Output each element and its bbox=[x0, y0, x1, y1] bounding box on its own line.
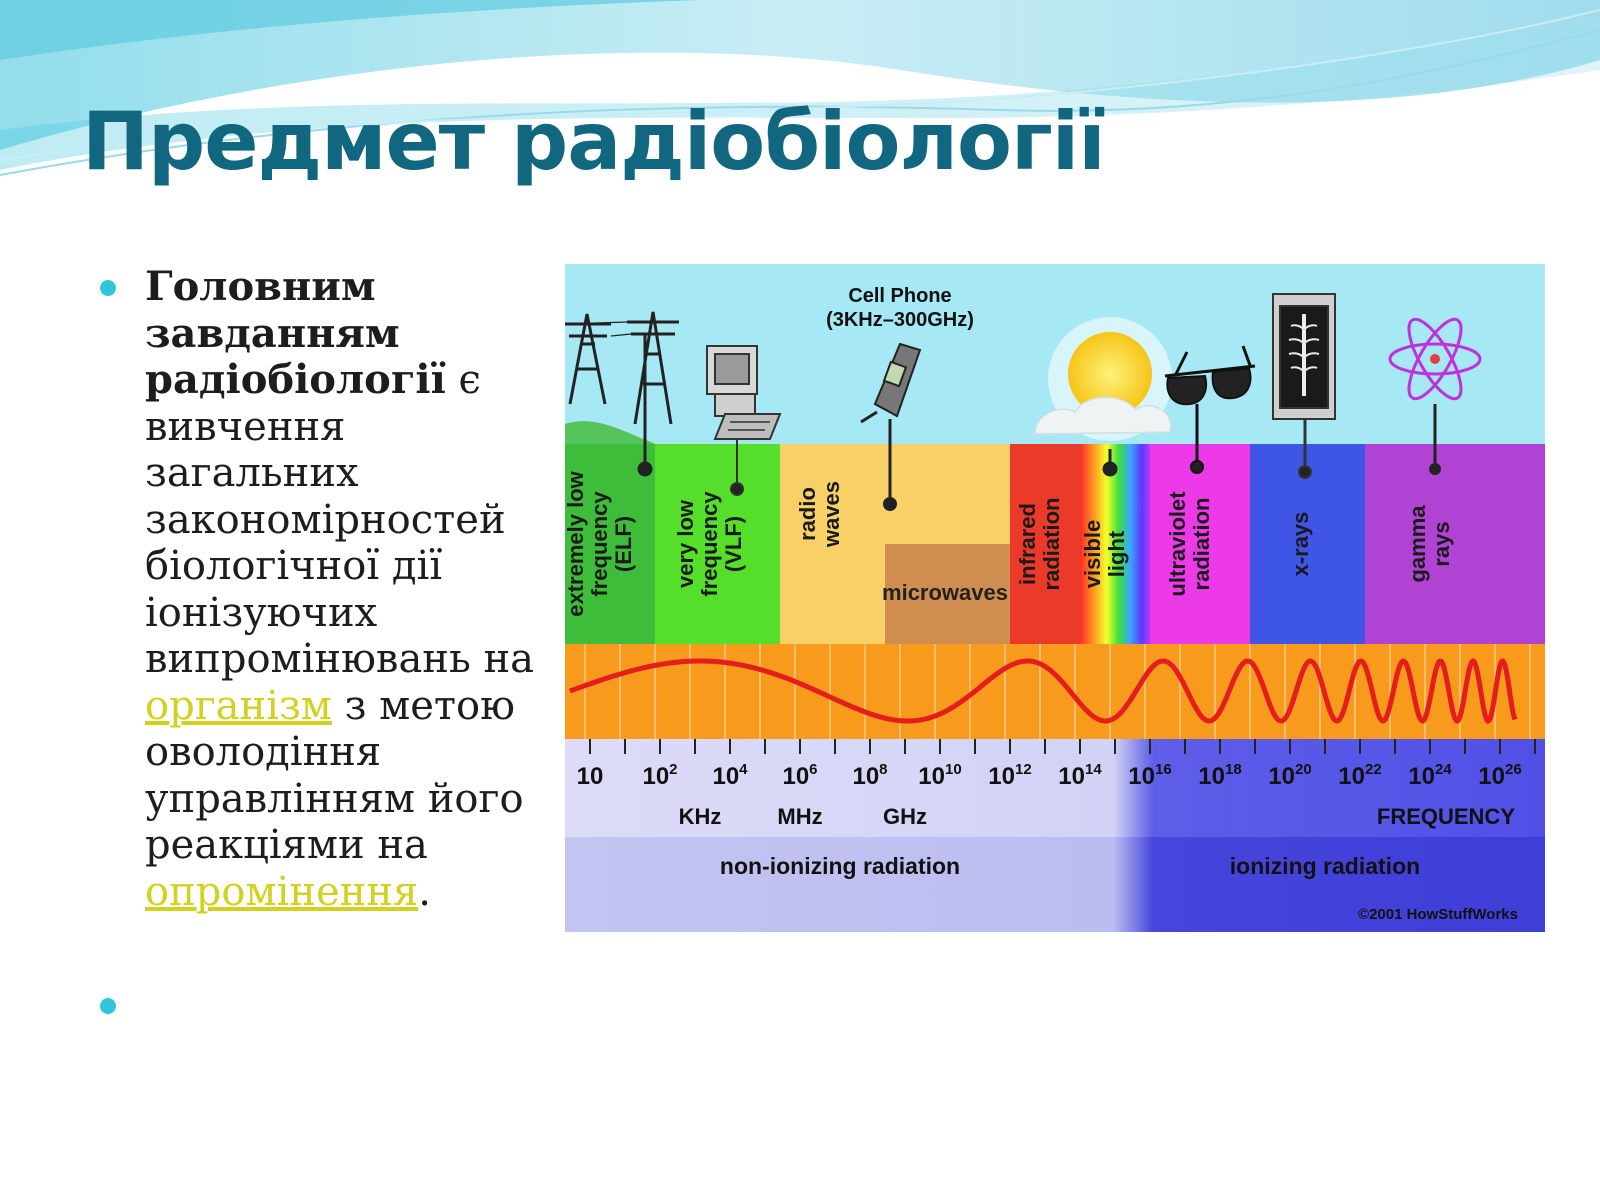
wave-strip bbox=[565, 644, 1545, 739]
paragraph-text-3: . bbox=[418, 868, 431, 915]
frequency-scale-background bbox=[565, 739, 1545, 837]
cell-phone-title: Cell Phone bbox=[848, 285, 951, 307]
band-pointers bbox=[1102, 449, 1118, 477]
band-label-ultraviolet: ultravioletradiation bbox=[1165, 491, 1214, 597]
band-vlf bbox=[655, 444, 780, 644]
band-label-radio: radiowaves bbox=[795, 481, 844, 548]
paragraph-text-1: є вивчення загальних закономірностей біо… bbox=[145, 357, 534, 682]
em-spectrum-diagram: extremely lowfrequency(ELF) very lowfreq… bbox=[565, 264, 1545, 932]
frequency-tick-label: 1010 bbox=[918, 761, 961, 790]
unit-ghz: GHz bbox=[883, 804, 927, 829]
frequency-tick-label: 1024 bbox=[1408, 761, 1452, 790]
band-label-elf: extremely lowfrequency(ELF) bbox=[565, 470, 636, 616]
link-organism[interactable]: організм bbox=[145, 682, 332, 729]
non-ionizing-label: non-ionizing radiation bbox=[720, 853, 960, 879]
band-microwaves bbox=[885, 544, 1010, 644]
frequency-tick-label: 1020 bbox=[1268, 761, 1311, 790]
band-label-microwaves: microwaves bbox=[882, 580, 1008, 605]
frequency-axis-label: FREQUENCY bbox=[1377, 804, 1515, 829]
unit-mhz: MHz bbox=[777, 804, 822, 829]
cell-phone-icon bbox=[860, 342, 922, 511]
paragraph-bold-lead: Головним завданням радіобіології bbox=[145, 263, 446, 403]
frequency-tick-label: 106 bbox=[782, 761, 817, 790]
band-label-infrared: infraredradiation bbox=[1015, 498, 1064, 591]
computer-icon bbox=[706, 345, 782, 496]
wave-strip-grid bbox=[584, 644, 1531, 739]
frequency-tick-label: 108 bbox=[852, 761, 887, 790]
cell-phone-range: (3KHz–300GHz) bbox=[826, 309, 974, 331]
frequency-tick-label: 1022 bbox=[1338, 761, 1381, 790]
power-tower-icon bbox=[565, 311, 679, 477]
copyright-text: ©2001 HowStuffWorks bbox=[1358, 906, 1518, 923]
frequency-tick-label: 1012 bbox=[988, 761, 1031, 790]
band-ultraviolet bbox=[1150, 444, 1250, 644]
bullet-icon bbox=[100, 280, 116, 296]
frequency-tick-label: 1026 bbox=[1478, 761, 1521, 790]
link-irradiation[interactable]: опромінення bbox=[145, 868, 419, 915]
frequency-tick-label: 102 bbox=[642, 761, 677, 790]
main-paragraph: Головним завданням радіобіології є вивче… bbox=[145, 263, 565, 915]
band-label-gamma: gammarays bbox=[1405, 505, 1454, 583]
frequency-tick-label: 10 bbox=[577, 763, 604, 790]
band-label-xrays: x-rays bbox=[1288, 512, 1313, 577]
frequency-tick-label: 1016 bbox=[1128, 761, 1171, 790]
frequency-labels: 10 102 104 106 108 1010 1012 1014 1016 1018 1020 10… bbox=[577, 761, 1522, 790]
xray-icon bbox=[1272, 293, 1336, 479]
sunglasses-icon bbox=[1164, 345, 1256, 474]
slide-title: Предмет радіобіології bbox=[82, 95, 1106, 188]
band-infrared bbox=[1010, 444, 1080, 644]
radiation-type-background bbox=[565, 837, 1545, 932]
header-wave-decoration bbox=[0, 0, 1600, 176]
band-label-visible: visiblelight bbox=[1080, 520, 1129, 588]
band-gamma bbox=[1365, 444, 1545, 644]
frequency-wave bbox=[569, 658, 1518, 724]
frequency-tick-label: 104 bbox=[712, 761, 748, 790]
empty-bullet-icon bbox=[100, 998, 116, 1014]
frequency-tick-label: 1014 bbox=[1058, 761, 1102, 790]
sun-icon bbox=[1034, 317, 1172, 441]
frequency-ticks bbox=[589, 739, 1536, 754]
band-visible bbox=[1080, 444, 1150, 644]
band-label-vlf: very lowfrequency(VLF) bbox=[673, 491, 746, 597]
frequency-tick-label: 1018 bbox=[1198, 761, 1241, 790]
atom-icon bbox=[1388, 317, 1482, 475]
paragraph-text-2: з метою оволодіння управлінням його реак… bbox=[145, 682, 524, 869]
ionizing-label: ionizing radiation bbox=[1230, 853, 1420, 879]
unit-khz: KHz bbox=[679, 804, 722, 829]
